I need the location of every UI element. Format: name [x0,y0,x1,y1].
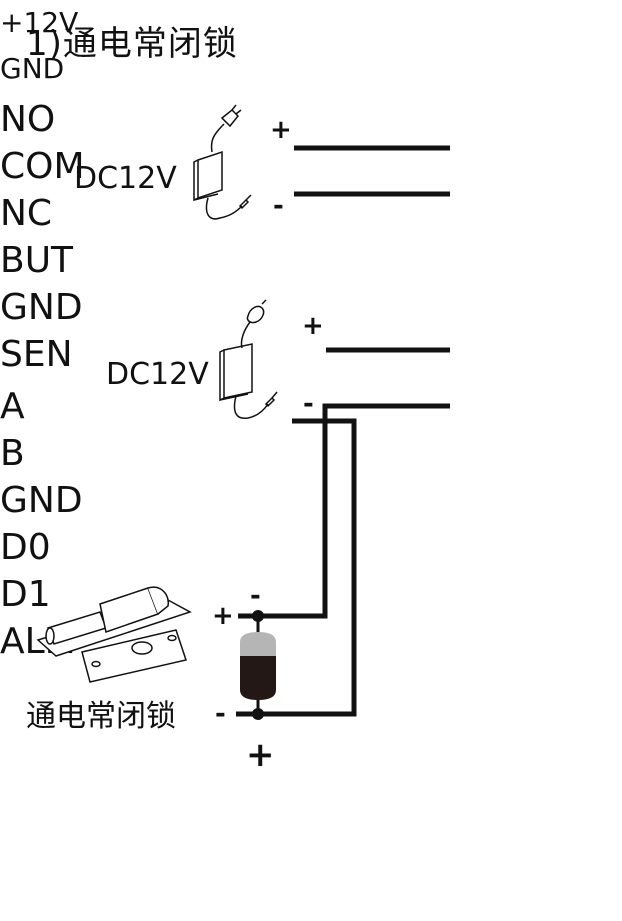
power-adapter-icon-1 [193,104,252,220]
terminal-a: A [0,386,25,427]
terminal-plus-12v: +12V [0,6,79,39]
power-supply-1-label: DC12V [74,161,177,196]
terminal-but: BUT [0,240,74,281]
power-supply-2-plus-sign: + [302,311,324,341]
wire-nc-to-lock [258,403,450,619]
terminal-b: B [0,433,25,474]
terminal-com: COM [0,146,85,187]
power-supply-2-minus-sign: - [303,389,314,419]
lock-plus-sign: + [212,601,234,631]
terminal-d0: D0 [0,527,51,568]
lock-minus-sign: - [215,699,226,729]
wire-ps2-minus-to-lock [258,418,357,717]
diode-icon [240,610,276,720]
terminal-block-relay: NO COM NC BUT GND SEN [0,97,121,384]
power-supply-1-plus-sign: + [270,115,292,145]
terminal-d1: D1 [0,574,51,615]
diode-top-sign: - [250,581,261,611]
lock-illustration-icon [36,586,192,683]
diagram-title: 1)通电常闭锁 [26,24,238,64]
terminal-block-power: +12V GND [0,0,120,97]
diode-bottom-sign: + [246,735,275,775]
terminal-block-data: A B GND D0 D1 ALM [0,384,121,671]
power-adapter-icon-2 [219,299,278,420]
power-supply-2-label: DC12V [106,357,209,392]
power-supply-1-minus-sign: - [273,191,284,221]
lock-label: 通电常闭锁 [26,699,176,734]
terminal-no: NO [0,99,56,140]
terminal-gnd: GND [0,287,83,328]
terminal-sen: SEN [0,334,73,375]
terminal-nc: NC [0,193,53,234]
terminal-gnd: GND [0,52,65,85]
terminal-gnd: GND [0,480,83,521]
